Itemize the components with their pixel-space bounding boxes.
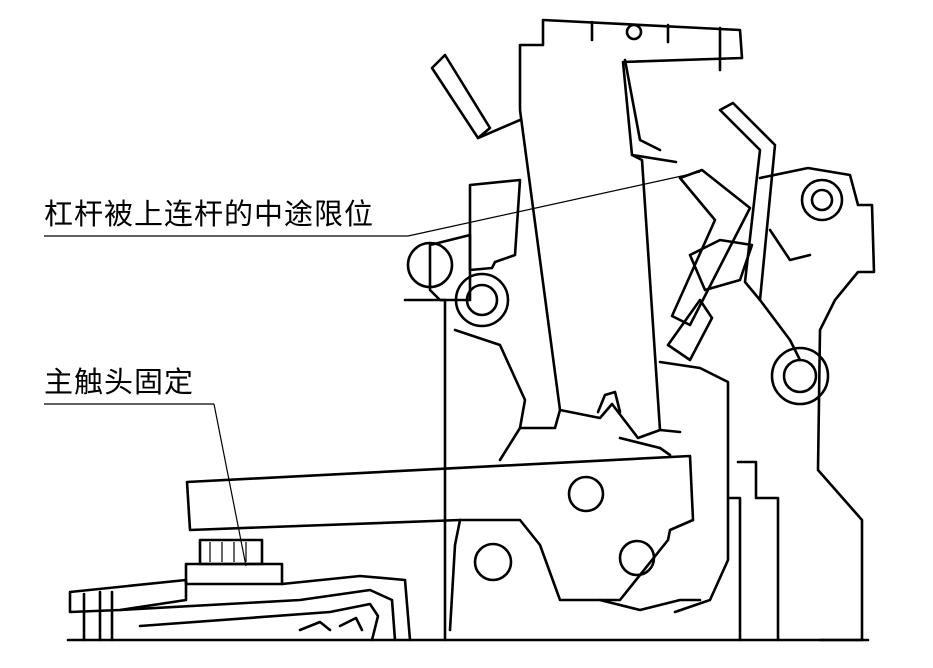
leader-line-contact	[213, 403, 247, 567]
annotation-lever-limit: 杠杆被上连杆的中途限位	[44, 197, 375, 231]
main-contact	[184, 538, 284, 586]
right-pawl	[666, 101, 777, 362]
bottom-arm	[66, 574, 870, 642]
lower-right-parts	[728, 460, 780, 642]
central-frame	[403, 178, 730, 642]
upper-lever	[518, 18, 744, 440]
lower-lever	[185, 454, 702, 632]
leader-line-limit	[407, 171, 701, 237]
right-frame	[758, 166, 876, 642]
annotation-main-contact-fixed: 主触头固定	[44, 365, 195, 399]
tilted-arm	[430, 53, 522, 140]
